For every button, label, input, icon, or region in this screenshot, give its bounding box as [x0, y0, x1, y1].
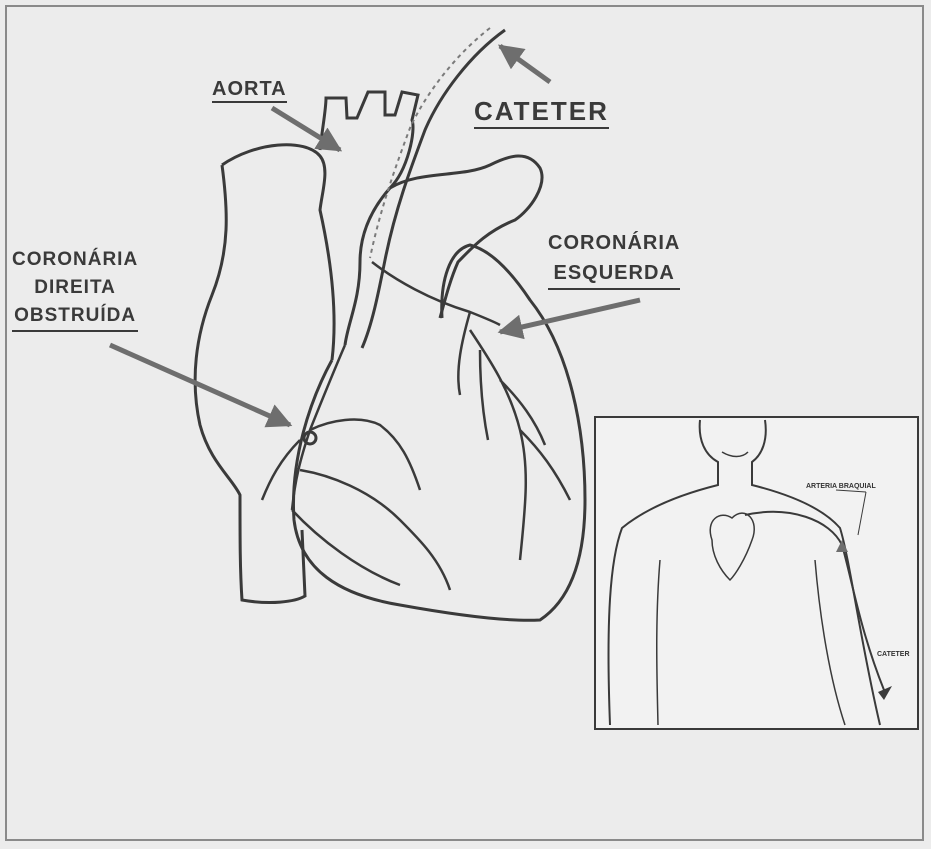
- cateter-label: CATETER: [474, 96, 609, 129]
- inset-torso-figure: [595, 417, 918, 729]
- catheter-inner-line: [370, 28, 490, 258]
- catheter-line: [362, 30, 505, 348]
- coronaria-direita-line-3: OBSTRUÍDA: [12, 302, 138, 332]
- coronaria-direita-line-2: DIREITA: [12, 274, 138, 302]
- coronaria-esquerda-arrow: [500, 300, 640, 332]
- coronaria-direita-line-1: CORONÁRIA: [12, 246, 138, 274]
- coronaria-esquerda-label: CORONÁRIA ESQUERDA: [548, 228, 680, 290]
- coronaria-esquerda-line-1: CORONÁRIA: [548, 228, 680, 258]
- left-coronary-branches: [372, 262, 570, 560]
- right-coronary-branches: [262, 345, 450, 590]
- coronaria-direita-arrow: [110, 345, 290, 425]
- coronaria-direita-label: CORONÁRIA DIREITA OBSTRUÍDA: [12, 246, 138, 332]
- pulmonary-trunk-shape: [390, 156, 542, 318]
- vena-cava-shape: [195, 145, 334, 603]
- inset-arteria-braquial-label: ARTERIA BRAQUIAL: [806, 483, 876, 490]
- coronaria-esquerda-line-2: ESQUERDA: [548, 258, 680, 290]
- aorta-label: AORTA: [212, 78, 287, 103]
- inset-cateter-label: CATETER: [877, 651, 910, 658]
- cateter-arrow: [500, 46, 550, 82]
